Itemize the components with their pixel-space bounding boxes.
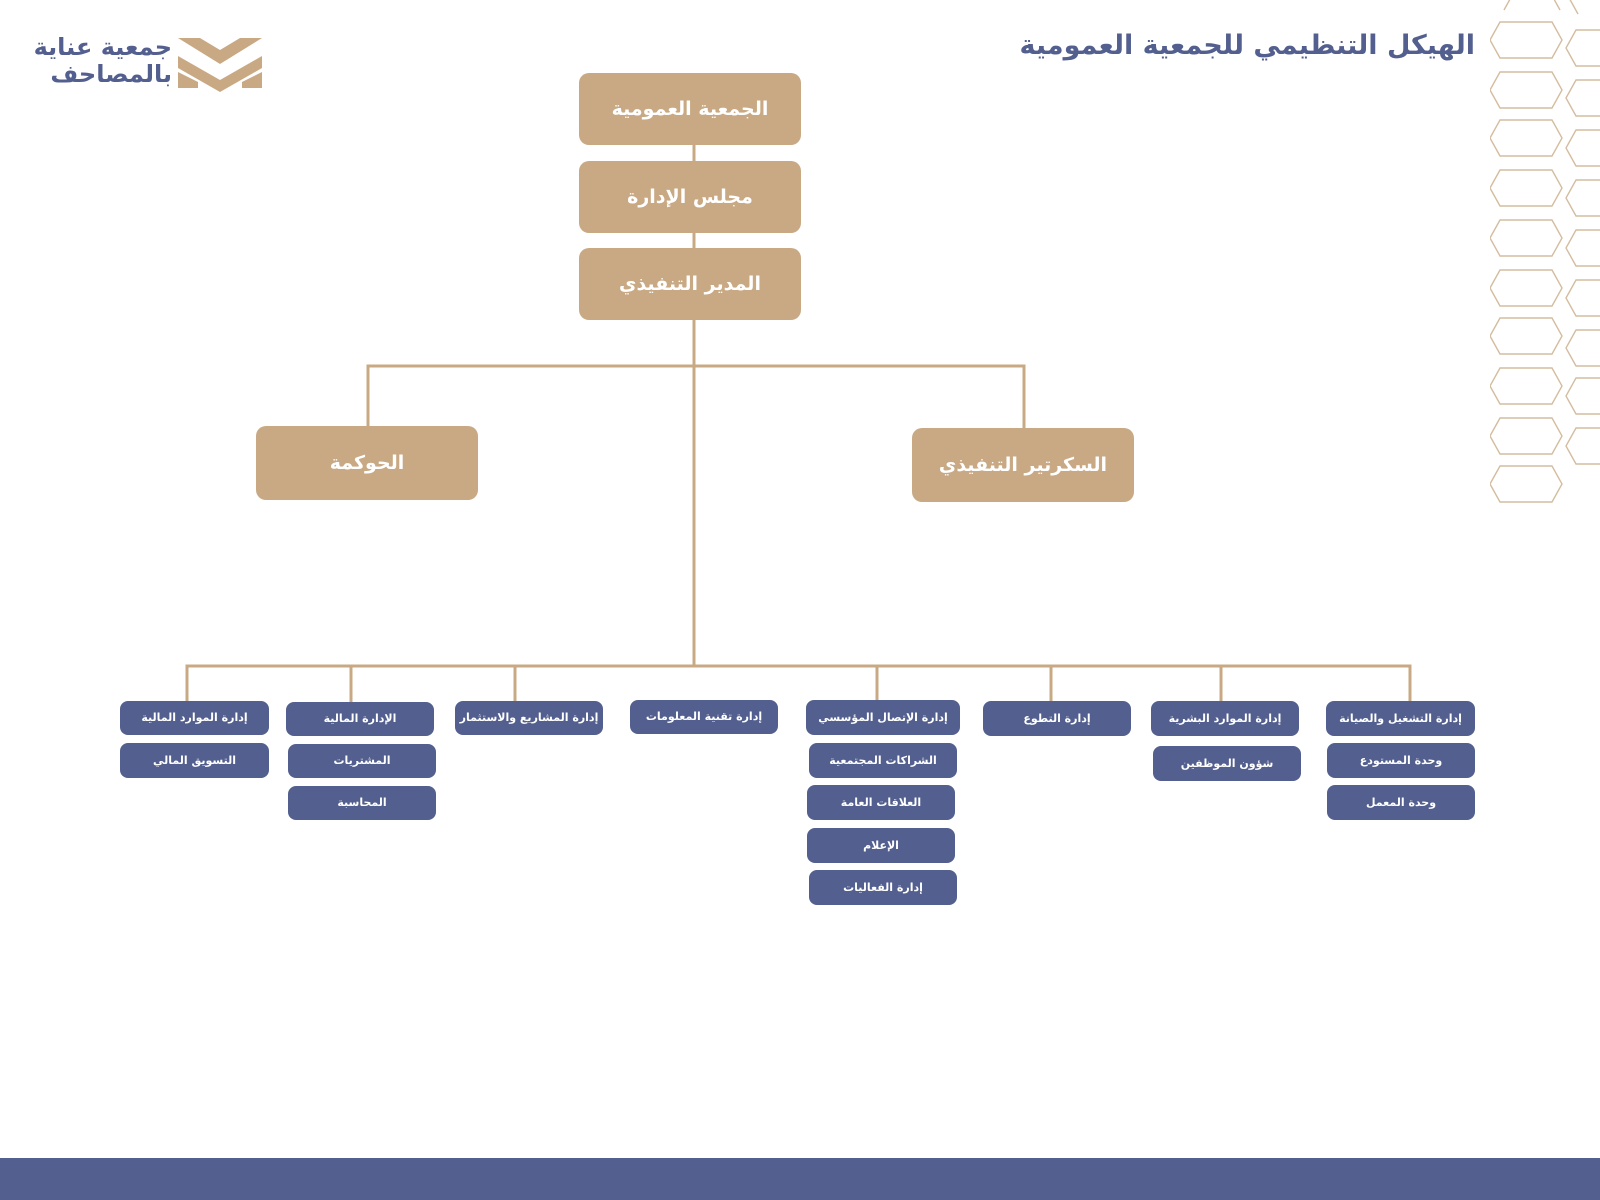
unit-accounting: المحاسبة	[288, 786, 436, 820]
unit-warehouse: وحدة المستودع	[1327, 743, 1475, 778]
logo: جمعية عناية بالمصاحف	[33, 33, 262, 94]
logo-line-1: جمعية عناية	[33, 33, 172, 61]
node-governance: الحوكمة	[256, 426, 478, 500]
dept-operations-maintenance: إدارة التشغيل والصيانة	[1326, 701, 1475, 736]
unit-media: الإعلام	[807, 828, 955, 863]
footer-band	[0, 1158, 1600, 1200]
node-executive-director: المدير التنفيذي	[579, 248, 801, 320]
dept-corporate-communication: إدارة الإتصال المؤسسي	[806, 700, 960, 735]
unit-procurement: المشتريات	[288, 744, 436, 778]
node-board: مجلس الإدارة	[579, 161, 801, 233]
unit-financial-marketing: التسويق المالي	[120, 743, 269, 778]
logo-line-2: بالمصاحف	[50, 60, 172, 88]
dept-financial-resources: إدارة الموارد المالية	[120, 701, 269, 735]
logo-mark-icon	[178, 38, 262, 92]
unit-staff-affairs: شؤون الموظفين	[1153, 746, 1301, 781]
decorative-pattern	[1490, 0, 1600, 503]
dept-information-technology: إدارة تقنية المعلومات	[630, 700, 778, 734]
unit-community-partnerships: الشراكات المجتمعية	[809, 743, 957, 778]
logo-text: جمعية عناية بالمصاحف	[33, 33, 172, 88]
dept-human-resources: إدارة الموارد البشرية	[1151, 701, 1299, 736]
unit-laboratory: وحدة المعمل	[1327, 785, 1475, 820]
page-title: الهيكل التنظيمي للجمعية العمومية	[1019, 30, 1475, 61]
dept-finance: الإدارة المالية	[286, 702, 434, 736]
node-general-assembly: الجمعية العمومية	[579, 73, 801, 145]
unit-events: إدارة الفعاليات	[809, 870, 957, 905]
node-executive-secretary: السكرتير التنفيذي	[912, 428, 1134, 502]
unit-public-relations: العلاقات العامة	[807, 785, 955, 820]
dept-volunteering: إدارة التطوع	[983, 701, 1131, 736]
dept-projects-investment: إدارة المشاريع والاستثمار	[455, 701, 603, 735]
